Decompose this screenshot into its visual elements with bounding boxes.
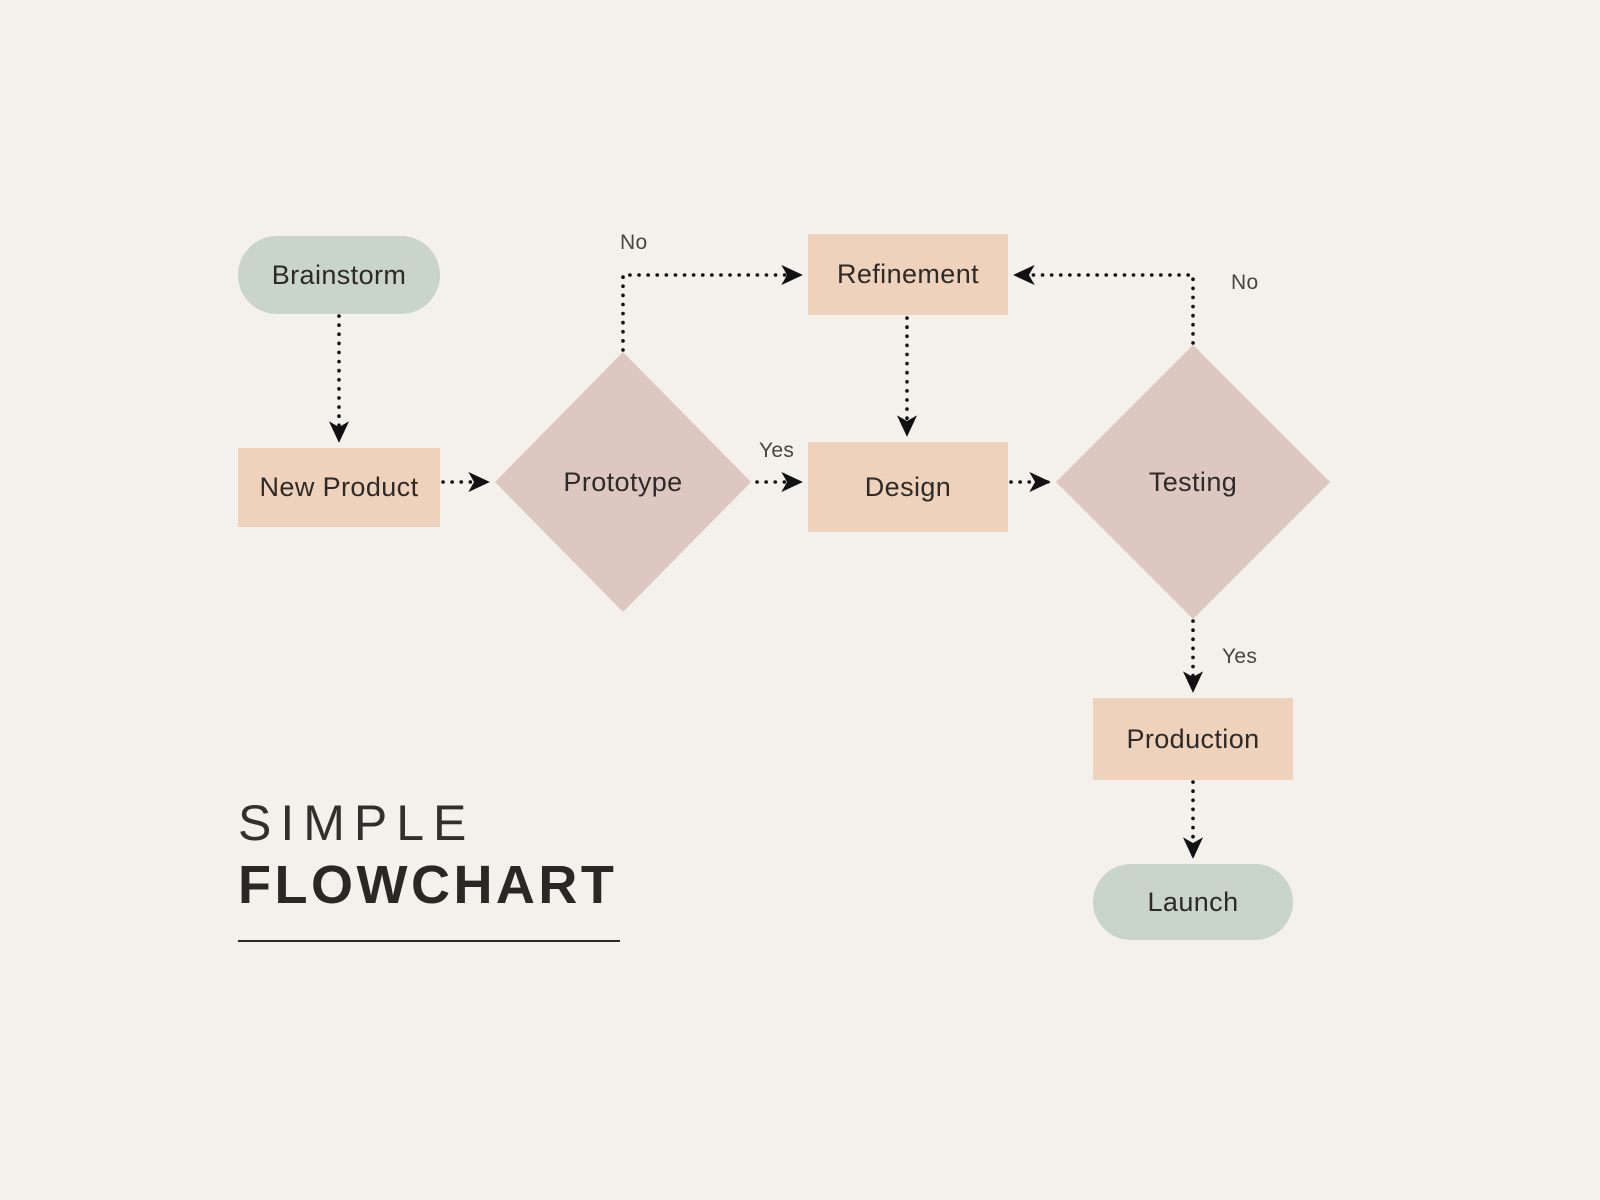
node-testing-label: Testing xyxy=(1148,466,1238,497)
node-brainstorm-label: Brainstorm xyxy=(271,259,407,290)
edge-label-yes-testing: Yes xyxy=(1222,645,1258,668)
node-prototype[interactable]: Prototype xyxy=(495,352,751,612)
edge-testing-no-to-refinement xyxy=(1013,264,1195,345)
edge-prototype-no-to-refinement xyxy=(621,264,803,352)
node-design[interactable]: Design xyxy=(808,442,1008,532)
node-brainstorm[interactable]: Brainstorm xyxy=(238,236,440,314)
title-underline-rule xyxy=(238,940,620,943)
title-line-flowchart: FLOWCHART xyxy=(238,855,618,915)
node-prototype-label: Prototype xyxy=(563,466,683,497)
node-design-label: Design xyxy=(864,471,952,502)
node-refinement[interactable]: Refinement xyxy=(808,234,1008,315)
node-launch[interactable]: Launch xyxy=(1093,864,1293,940)
node-new-product[interactable]: New Product xyxy=(238,448,440,527)
edge-label-no-testing: No xyxy=(1231,271,1259,294)
edge-label-yes-prototype: Yes xyxy=(759,439,795,462)
title-line-simple: SIMPLE xyxy=(238,795,476,851)
node-new-product-label: New Product xyxy=(259,472,419,502)
node-production[interactable]: Production xyxy=(1093,698,1293,780)
node-refinement-label: Refinement xyxy=(836,259,980,289)
node-launch-label: Launch xyxy=(1147,886,1239,917)
node-production-label: Production xyxy=(1126,723,1260,754)
title-block: SIMPLE FLOWCHART xyxy=(238,795,658,943)
edge-label-no-prototype: No xyxy=(620,231,648,254)
node-testing[interactable]: Testing xyxy=(1056,345,1330,619)
